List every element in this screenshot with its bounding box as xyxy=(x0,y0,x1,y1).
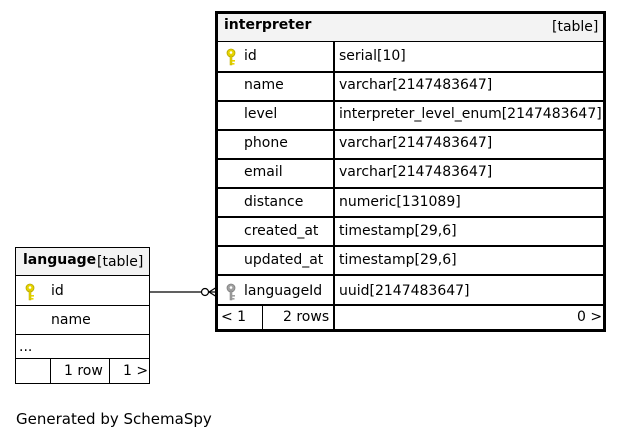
row-divider xyxy=(218,71,603,73)
column-name[interactable]: name xyxy=(51,312,91,328)
column-type: varchar[2147483647] xyxy=(339,77,493,93)
interpreter-table[interactable] xyxy=(215,11,606,332)
relationship-connector[interactable] xyxy=(148,282,218,302)
parents-link[interactable]: < 1 xyxy=(221,309,247,325)
column-type: varchar[2147483647] xyxy=(339,164,493,180)
row-divider xyxy=(218,216,603,218)
column-type: timestamp[29,6] xyxy=(339,223,457,239)
more-columns-indicator: ... xyxy=(19,339,33,355)
table-kind-label: [table] xyxy=(97,254,144,270)
column-type: interpreter_level_enum[2147483647] xyxy=(339,106,602,122)
row-divider xyxy=(218,245,603,247)
row-divider xyxy=(16,305,149,306)
column-name[interactable]: phone xyxy=(244,135,288,151)
column-name[interactable]: email xyxy=(244,164,283,180)
language-table-header xyxy=(16,248,149,276)
footer-divider xyxy=(109,358,110,383)
column-name[interactable]: languageId xyxy=(244,283,323,299)
row-divider xyxy=(218,304,603,306)
column-name[interactable]: updated_at xyxy=(244,252,324,268)
column-type: varchar[2147483647] xyxy=(339,135,493,151)
column-name[interactable]: id xyxy=(51,283,64,299)
generated-by-caption: Generated by SchemaSpy xyxy=(16,410,212,428)
row-count: 2 rows xyxy=(283,309,330,325)
row-divider xyxy=(218,274,603,276)
column-name[interactable]: level xyxy=(244,106,278,122)
row-divider xyxy=(218,129,603,131)
column-type: timestamp[29,6] xyxy=(339,252,457,268)
column-name[interactable]: name xyxy=(244,77,284,93)
primary-key-icon xyxy=(24,283,36,301)
footer-divider xyxy=(262,306,263,329)
table-kind-label: [table] xyxy=(552,19,599,35)
column-name[interactable]: created_at xyxy=(244,223,319,239)
table-title[interactable]: interpreter xyxy=(224,17,312,33)
row-divider xyxy=(16,358,149,359)
table-title[interactable]: language xyxy=(23,252,97,268)
row-divider xyxy=(16,334,149,335)
children-link[interactable]: 0 > xyxy=(577,309,603,325)
column-name[interactable]: id xyxy=(244,48,257,64)
column-name[interactable]: distance xyxy=(244,194,304,210)
row-divider xyxy=(218,100,603,102)
column-divider xyxy=(333,42,335,329)
footer-divider xyxy=(50,358,51,383)
foreign-key-icon xyxy=(225,283,237,301)
row-divider xyxy=(218,158,603,160)
interpreter-table-header xyxy=(218,14,603,42)
children-link[interactable]: 1 > xyxy=(123,363,149,379)
row-divider xyxy=(218,187,603,189)
column-type: uuid[2147483647] xyxy=(339,283,470,299)
row-count: 1 row xyxy=(64,363,103,379)
column-type: serial[10] xyxy=(339,48,406,64)
primary-key-icon xyxy=(225,48,237,66)
column-type: numeric[131089] xyxy=(339,194,461,210)
